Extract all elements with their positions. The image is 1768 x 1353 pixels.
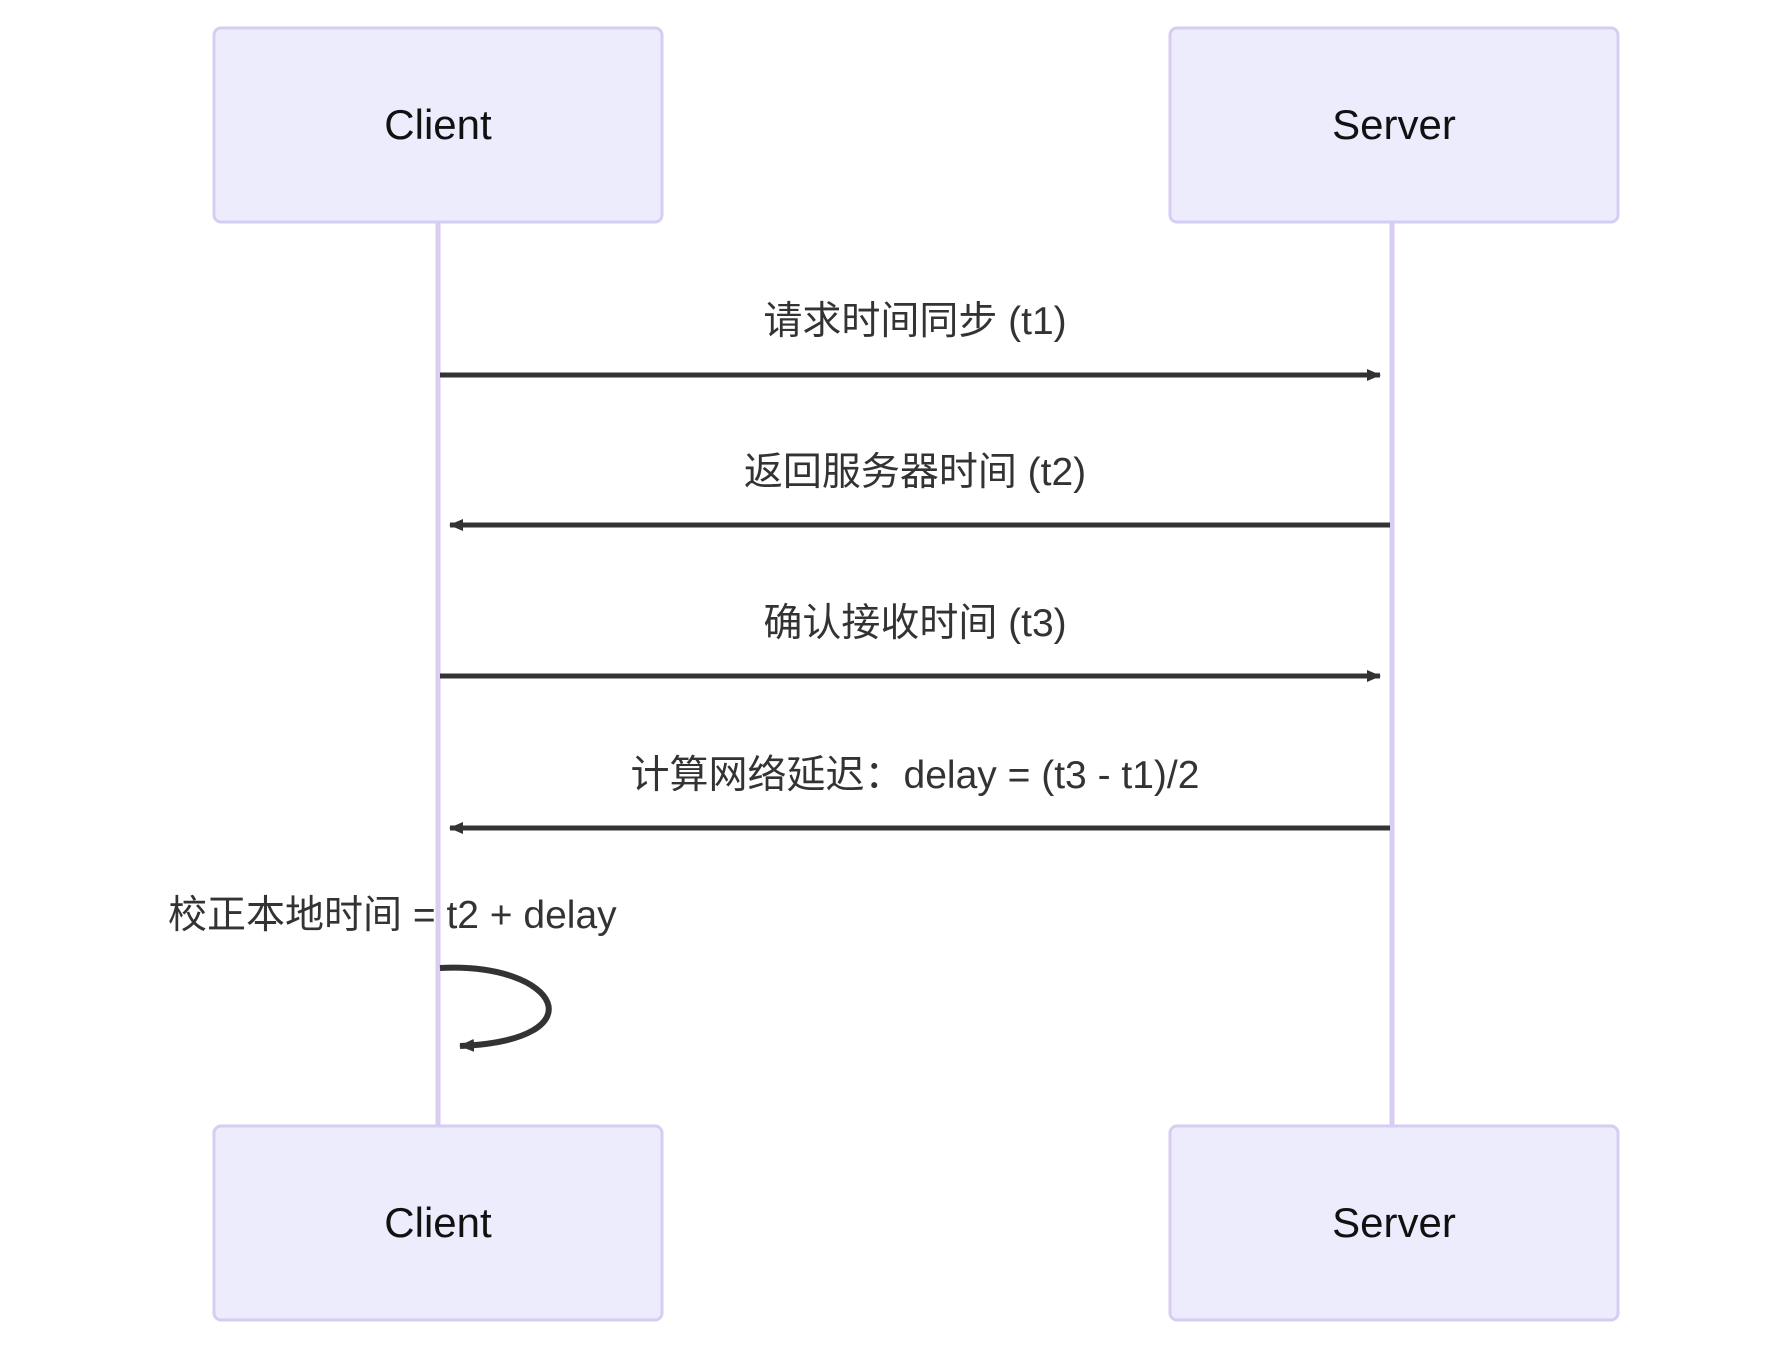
lifelines [435,222,1395,1126]
message-3-label: 确认接收时间 (t3) [763,602,1066,645]
message-5-self-loop-arrow [439,964,552,1052]
message-5[interactable]: 校正本地时间 = t2 + delay [168,894,617,1052]
actor-label-server-bottom: Server [1332,1199,1456,1246]
message-4-label: 计算网络延迟：delay = (t3 - t1)/2 [631,754,1200,797]
message-5-label: 校正本地时间 = t2 + delay [168,894,617,937]
message-2[interactable]: 返回服务器时间 (t2) [449,451,1390,531]
message-3[interactable]: 确认接收时间 (t3) [440,602,1381,682]
actor-box-server-top[interactable]: Server [1168,26,1620,224]
message-1-label: 请求时间同步 (t1) [763,300,1066,343]
actor-box-server-top-rect [1168,26,1620,224]
message-1[interactable]: 请求时间同步 (t1) [440,300,1381,381]
message-4[interactable]: 计算网络延迟：delay = (t3 - t1)/2 [449,754,1390,834]
actor-box-client-bottom-rect [212,1124,664,1322]
actor-box-server-bottom-rect [1168,1124,1620,1322]
actor-box-client-top-rect [212,26,664,224]
message-2-label: 返回服务器时间 (t2) [744,451,1086,494]
actor-label-client-bottom: Client [384,1199,492,1246]
actor-box-client-top[interactable]: Client [212,26,664,224]
actor-box-server-bottom[interactable]: Server [1168,1124,1620,1322]
actor-label-server-top: Server [1332,101,1456,148]
actor-label-client-top: Client [384,101,492,148]
actor-box-client-bottom[interactable]: Client [212,1124,664,1322]
